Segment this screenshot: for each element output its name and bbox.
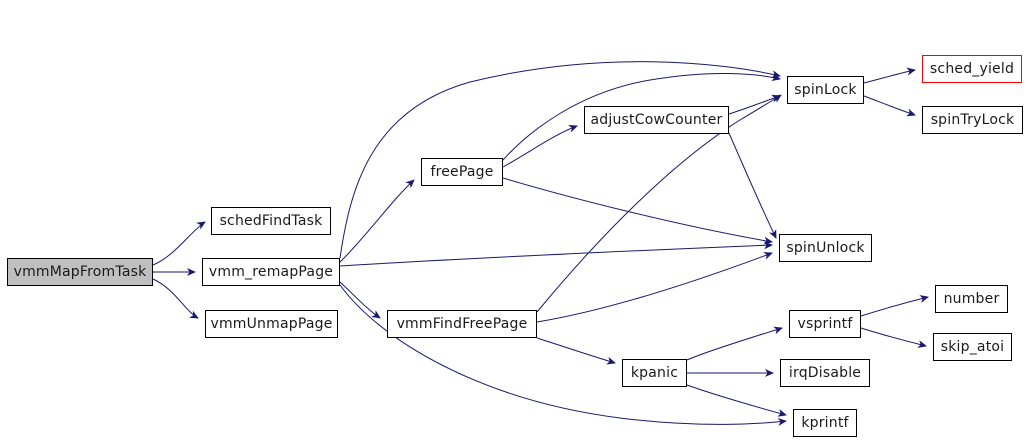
graph-node-label: vmmMapFromTask bbox=[13, 264, 147, 280]
graph-edge-vsprintf-to-number bbox=[860, 295, 929, 317]
graph-node-label: sched_yield bbox=[929, 61, 1015, 77]
graph-edge-kpanic-to-vsprintf bbox=[686, 326, 783, 361]
graph-node-vmmFindFreePage[interactable]: vmmFindFreePage bbox=[387, 310, 537, 338]
graph-node-number[interactable]: number bbox=[935, 285, 1008, 313]
graph-node-vsprintf[interactable]: vsprintf bbox=[789, 310, 861, 338]
graph-node-label: spinUnlock bbox=[786, 240, 865, 256]
graph-edge-freePage-to-spinUnlock bbox=[502, 177, 773, 245]
graph-node-label: kpanic bbox=[630, 365, 679, 381]
graph-node-kprintf[interactable]: kprintf bbox=[793, 409, 857, 437]
graph-edge-vmmMapFromTask-to-vmmUnmapPage bbox=[152, 278, 199, 319]
graph-node-label: adjustCowCounter bbox=[590, 112, 723, 128]
graph-edge-vmm_remapPage-to-kprintf bbox=[339, 284, 787, 426]
graph-edge-vmm_remapPage-to-freePage bbox=[339, 179, 415, 263]
graph-edge-vmmMapFromTask-to-schedFindTask bbox=[152, 221, 206, 266]
graph-edge-spinLock-to-sched_yield bbox=[863, 67, 916, 84]
graph-node-spinTryLock[interactable]: spinTryLock bbox=[922, 106, 1023, 134]
graph-node-freePage[interactable]: freePage bbox=[421, 158, 503, 186]
graph-node-label: vsprintf bbox=[797, 316, 853, 332]
graph-node-schedFindTask[interactable]: schedFindTask bbox=[211, 207, 331, 235]
graph-node-label: spinTryLock bbox=[930, 112, 1015, 128]
graph-node-spinLock[interactable]: spinLock bbox=[787, 76, 864, 104]
graph-edge-vsprintf-to-skip_atoi bbox=[860, 327, 927, 348]
graph-node-label: freePage bbox=[430, 164, 494, 180]
graph-node-label: vmmFindFreePage bbox=[396, 316, 528, 332]
graph-node-vmmMapFromTask[interactable]: vmmMapFromTask bbox=[7, 258, 153, 286]
graph-node-vmmUnmapPage[interactable]: vmmUnmapPage bbox=[205, 310, 338, 338]
graph-edge-vmmFindFreePage-to-spinUnlock bbox=[536, 252, 773, 323]
graph-node-label: irqDisable bbox=[788, 365, 862, 381]
graph-node-label: kprintf bbox=[801, 415, 849, 431]
graph-node-label: vmmUnmapPage bbox=[210, 316, 333, 332]
graph-edge-kpanic-to-kprintf bbox=[686, 384, 787, 417]
graph-edge-vmmFindFreePage-to-kpanic bbox=[536, 337, 616, 365]
graph-node-vmm_remapPage[interactable]: vmm_remapPage bbox=[202, 258, 340, 286]
graph-edge-spinLock-to-spinTryLock bbox=[863, 95, 916, 117]
graph-node-adjustCowCounter[interactable]: adjustCowCounter bbox=[584, 106, 729, 134]
graph-edge-freePage-to-adjustCowCounter bbox=[502, 124, 578, 168]
graph-edge-vmm_remapPage-to-spinUnlock bbox=[339, 241, 773, 267]
graph-node-label: spinLock bbox=[794, 82, 857, 98]
graph-node-skip_atoi[interactable]: skip_atoi bbox=[933, 333, 1012, 361]
graph-node-label: skip_atoi bbox=[940, 339, 1005, 355]
graph-node-irqDisable[interactable]: irqDisable bbox=[780, 359, 870, 387]
graph-node-spinUnlock[interactable]: spinUnlock bbox=[779, 234, 872, 262]
graph-edge-adjustCowCounter-to-spinLock bbox=[728, 94, 781, 115]
graph-node-label: number bbox=[943, 291, 1000, 307]
graph-node-kpanic[interactable]: kpanic bbox=[622, 359, 687, 387]
graph-edge-vmm_remapPage-to-vmmFindFreePage bbox=[339, 281, 381, 319]
graph-node-label: schedFindTask bbox=[219, 213, 323, 229]
graph-node-label: vmm_remapPage bbox=[208, 264, 334, 280]
graph-edge-vmm_remapPage-to-spinLock bbox=[339, 61, 781, 259]
graph-node-sched_yield[interactable]: sched_yield bbox=[922, 55, 1022, 83]
graph-edge-adjustCowCounter-to-spinUnlock bbox=[728, 132, 777, 239]
